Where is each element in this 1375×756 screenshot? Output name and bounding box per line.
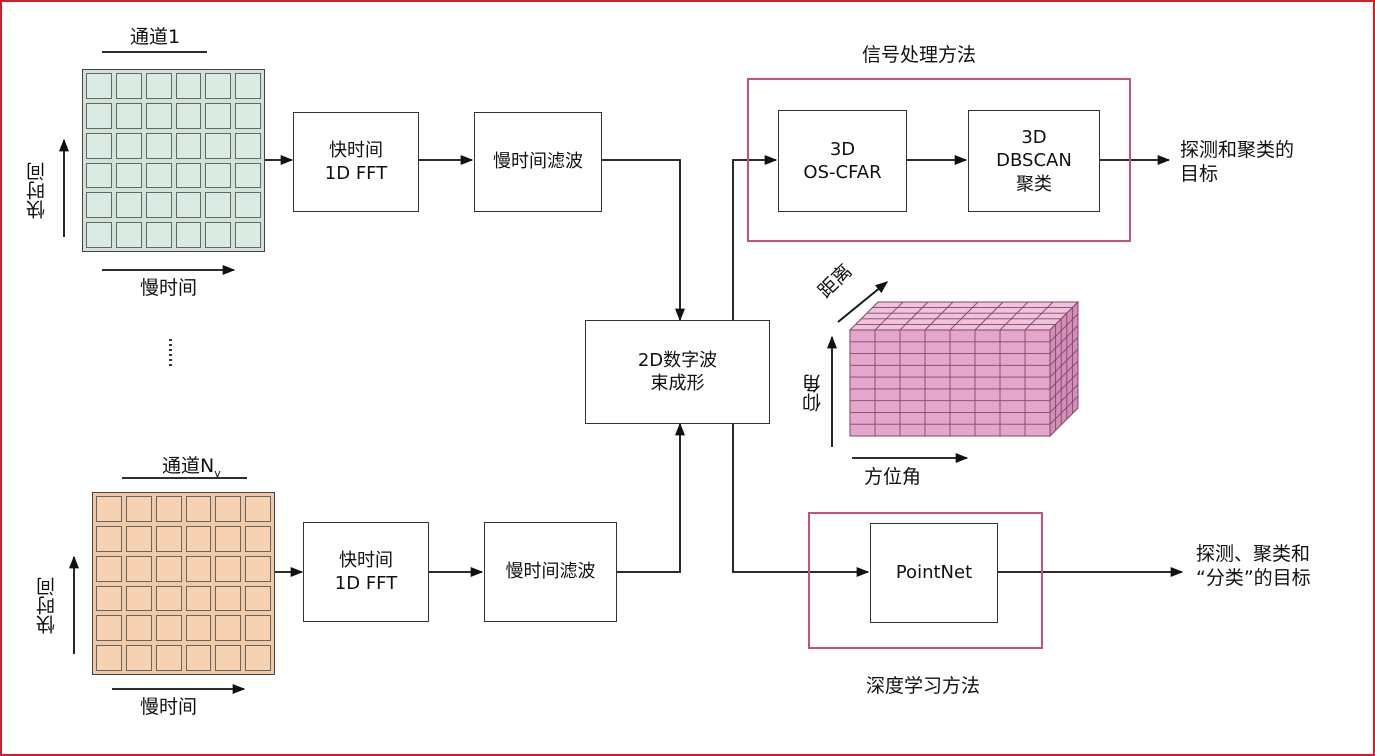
channel1-data-grid (82, 69, 265, 252)
beamforming-box: 2D数字波束成形 (585, 320, 770, 424)
signal-processing-output: 探测和聚类的目标 (1180, 139, 1295, 185)
arrow-filter1-to-beamforming (601, 159, 686, 322)
arrow-beamforming-to-cfar (732, 154, 778, 320)
azimuth-label: 方位角 (864, 466, 922, 488)
channelN-slow-time-label: 慢时间 (140, 696, 198, 718)
deep-learning-frame (808, 512, 1043, 649)
signal-processing-frame (747, 78, 1131, 242)
arrow-filter2-to-beamforming (616, 422, 686, 573)
arrow-range-axis (837, 281, 888, 323)
ellipsis-dots (169, 339, 172, 369)
deep-learning-output: 探测、聚类和“分类”的目标 (1196, 543, 1311, 589)
slow-time-filter-box-bottom: 慢时间滤波 (484, 522, 617, 622)
deep-learning-title: 深度学习方法 (866, 675, 981, 697)
slow-time-filter-box-top: 慢时间滤波 (474, 112, 602, 212)
channel1-title: 通道1 (130, 26, 181, 48)
arrow-beamforming-to-pointnet (732, 424, 870, 578)
channel1-slow-time-label: 慢时间 (140, 277, 198, 299)
range-azimuth-elevation-cube (848, 300, 1080, 438)
pointnet-box: PointNet (870, 523, 998, 623)
channelN-fast-time-label: 快时间 (36, 577, 58, 634)
signal-processing-title: 信号处理方法 (862, 44, 977, 66)
channel1-fast-time-label: 快时间 (26, 162, 48, 219)
channelN-subscript: v (214, 466, 221, 480)
channelN-data-grid (92, 492, 275, 675)
channelN-title: 通道Nv (162, 455, 221, 480)
elevation-label: 仰角 (802, 374, 824, 412)
